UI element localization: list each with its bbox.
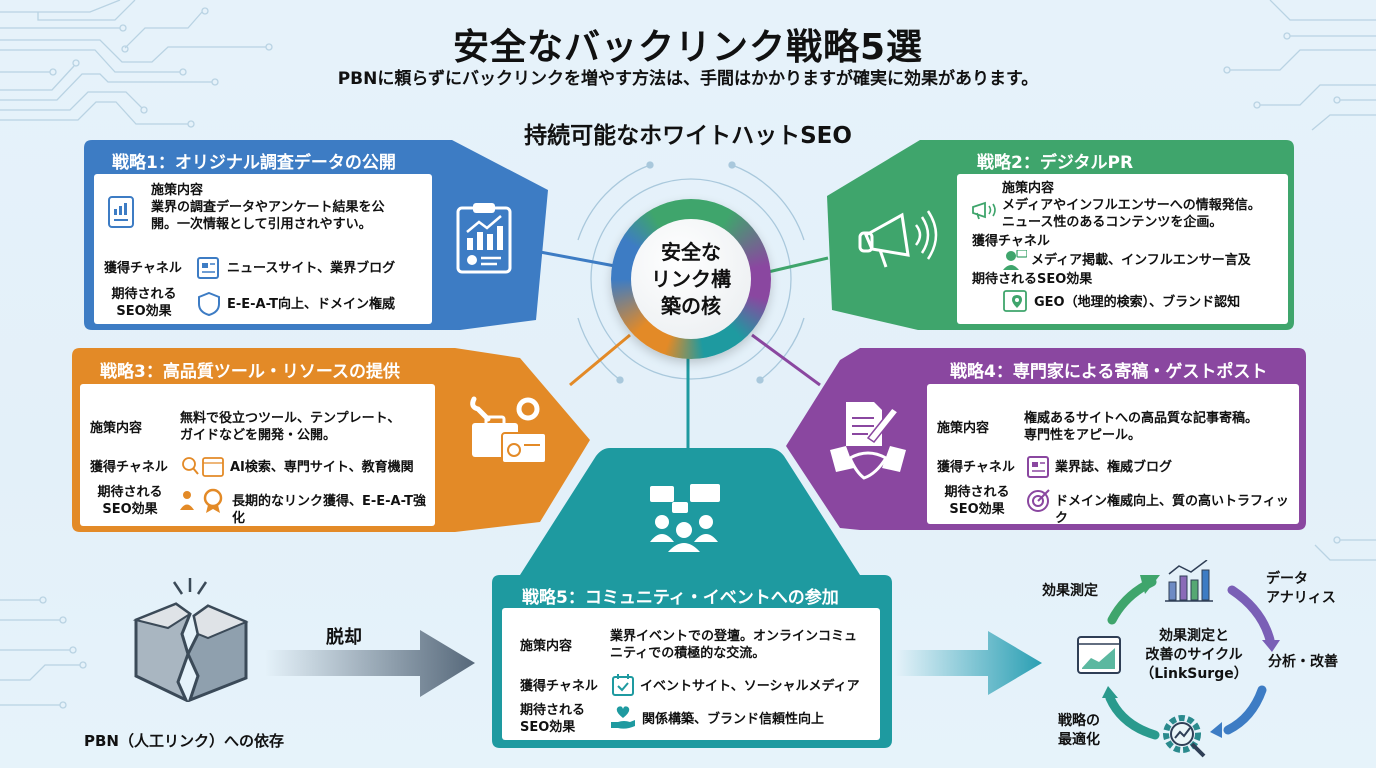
strategy1-measure-label: 施策内容 (151, 183, 204, 198)
contract-handshake-icon (830, 402, 906, 480)
bar-chart-icon (1165, 560, 1213, 602)
strategy4-card: 施策内容 権威あるサイトへの高品質な記事寄稿。 専門性をアピール。 獲得チャネル… (927, 384, 1299, 526)
strategy2-measure-line: ニュース性のあるコンテンツを企画。 (1002, 215, 1223, 230)
person-message-icon (1003, 250, 1027, 270)
strategy3-measure-line: ガイドなどを開発・公開。 (180, 428, 337, 443)
cycle-arrow (895, 631, 1042, 695)
target-icon (1027, 489, 1050, 512)
newspaper-icon (197, 257, 219, 279)
strategy3-channel-label: 獲得チャネル (90, 460, 168, 475)
clipboard-chart-icon (456, 203, 512, 274)
escape-label: 脱却 (326, 627, 362, 648)
strategy3-effect-text: 長期的なリンク獲得、E-E-A-T強化 (232, 494, 426, 526)
strategy2-title: 戦略2：デジタルPR (977, 153, 1134, 173)
clipboard-chart-icon (108, 196, 134, 228)
ai-search-icon (182, 457, 224, 477)
gear-search-icon (1163, 715, 1206, 758)
escape-arrow (265, 630, 475, 697)
strategy2-card: 施策内容 メディアやインフルエンサーへの情報発信。 ニュース性のあるコンテンツを… (957, 174, 1288, 324)
strategy1-channel-label: 獲得チャネル (104, 261, 182, 276)
strategy3-channel-text: AI検索、専門サイト、教育機関 (230, 460, 414, 475)
strategy4-measure-line: 専門性をアピール。 (1024, 428, 1142, 443)
strategy2-channel-label: 獲得チャネル (972, 234, 1050, 249)
hub-line: 築の核 (661, 293, 721, 318)
strategy5-title: 戦略5：コミュニティ・イベントへの参加 (522, 588, 839, 608)
strategy5-effect-text: 関係構築、ブランド信頼性向上 (642, 712, 825, 727)
hub-core: 安全な リンク構 築の核 (631, 219, 751, 339)
strategy5-measure-line: 業界イベントでの登壇。オンラインコミュ (610, 629, 858, 644)
strategy3-measure-label: 施策内容 (90, 421, 143, 436)
cycle-step-optimize: 最適化 (1058, 732, 1100, 748)
strategy5-channel-label: 獲得チャネル (520, 679, 598, 694)
strategy2-measure-label: 施策内容 (1002, 181, 1055, 196)
strategy4-effect-text: ドメイン権威向上、質の高いトラフィック (1055, 494, 1289, 526)
strategy1-measure-line: 開。一次情報として引用されやすい。 (151, 217, 372, 232)
strategy3-measure-line: 無料で役立つツール、テンプレート、 (180, 411, 401, 426)
strategy2-effect-text: GEO（地理的検索）、ブランド認知 (1034, 295, 1241, 310)
megaphone-icon (972, 201, 996, 220)
community-chat-icon (650, 484, 720, 552)
page-title: 安全なバックリンク戦略5選 (452, 27, 924, 68)
pbn-label: PBN（人工リンク）への依存 (84, 732, 284, 750)
page-subtitle: PBNに頼らずにバックリンクを増やす方法は、手間はかかりますが確実に効果がありま… (337, 69, 1039, 89)
strategy4-channel-label: 獲得チャネル (937, 460, 1015, 475)
strategy5-channel-text: イベントサイト、ソーシャルメディア (640, 679, 860, 694)
cycle-step-strategy: 戦略の (1058, 713, 1100, 729)
broken-cube-icon (132, 578, 249, 702)
strategy3-title: 戦略3：高品質ツール・リソースの提供 (100, 362, 400, 382)
strategy5-measure-label: 施策内容 (520, 639, 573, 654)
strategy4-measure-label: 施策内容 (937, 421, 990, 436)
heart-hand-icon (611, 706, 635, 729)
hub-line: 安全な (661, 239, 721, 264)
strategy4-channel-text: 業界誌、権威ブログ (1055, 460, 1173, 475)
hub-line: リンク構 (651, 266, 731, 291)
newspaper-icon (1027, 456, 1049, 478)
shield-icon (198, 292, 220, 316)
strategy1-title: 戦略1：オリジナル調査データの公開 (112, 153, 396, 173)
analytics-window-icon (1077, 636, 1121, 674)
cycle-step-measure: 効果測定 (1042, 583, 1098, 599)
strategy1-channel-text: ニュースサイト、業界ブログ (227, 261, 396, 276)
megaphone-icon (858, 210, 938, 268)
calendar-check-icon (612, 674, 634, 696)
toolbox-icon (470, 396, 547, 464)
cycle-step-analysis: アナリィス (1266, 590, 1336, 606)
strategy3-card: 施策内容 無料で役立つツール、テンプレート、 ガイドなどを開発・公開。 獲得チャ… (80, 384, 435, 526)
map-pin-icon (1003, 290, 1027, 312)
strategy2-measure-line: メディアやインフルエンサーへの情報発信。 (1002, 198, 1261, 213)
strategy4-title: 戦略4：専門家による寄稿・ゲストポスト (950, 362, 1268, 382)
award-icon (180, 488, 223, 513)
cycle-center: 効果測定と改善のサイクル（LinkSurge） (1140, 628, 1248, 682)
cycle-step-data: データ (1266, 571, 1308, 587)
strategy2-channel-text: メディア掲載、インフルエンサー言及 (1031, 253, 1251, 268)
strategy1-card: 施策内容 業界の調査データやアンケート結果を公 開。一次情報として引用されやすい… (94, 174, 432, 324)
strategy1-effect-text: E-E-A-T向上、ドメイン権威 (227, 297, 395, 312)
strategy2-effect-label: 期待されるSEO効果 (972, 272, 1093, 287)
strategy4-measure-line: 権威あるサイトへの高品質な記事寄稿。 (1024, 411, 1259, 426)
strategy5-card: 施策内容 業界イベントでの登壇。オンラインコミュ ニティでの積極的な交流。 獲得… (502, 608, 880, 740)
section-heading: 持続可能なホワイトハットSEO (524, 123, 852, 149)
strategy5-measure-line: ニティでの積極的な交流。 (610, 646, 766, 661)
strategy1-measure-line: 業界の調査データやアンケート結果を公 (151, 200, 385, 215)
cycle-step-improve: 分析・改善 (1268, 654, 1338, 670)
